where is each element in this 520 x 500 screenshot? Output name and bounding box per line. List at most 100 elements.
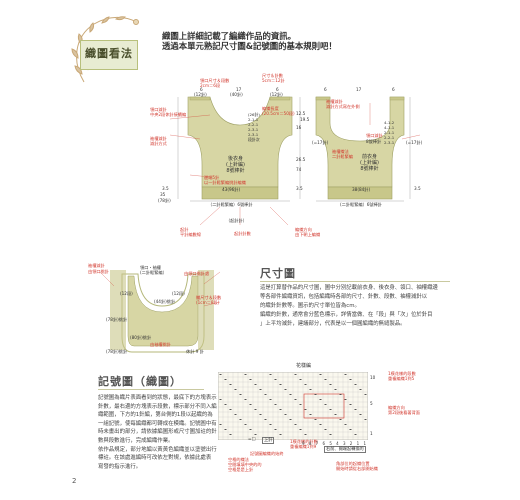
- chart-symbol: [339, 419, 342, 420]
- section-badge: [80, 40, 138, 70]
- chart-symbol: [254, 384, 257, 385]
- chart-symbol: [354, 434, 357, 435]
- chart-symbol: [349, 404, 352, 405]
- chart-symbol: [349, 429, 352, 430]
- label-armhole-decrease: 袖權減針減針方式: [150, 136, 167, 146]
- label-back-rib: （二針鬆緊編）6號棒針: [208, 202, 253, 207]
- chart-symbol: [224, 404, 227, 405]
- chart-title: 花樣編: [296, 363, 312, 369]
- chart-symbol: [314, 394, 317, 395]
- chart-symbol: [239, 419, 242, 420]
- label-cast-on: 起針平針編數線: [180, 227, 201, 237]
- label-right-front: 右前、開端起轉換的: [324, 446, 366, 453]
- dim-width-cm: 35: [160, 192, 166, 197]
- dim-height-mid2: 16: [296, 125, 302, 130]
- chart-symbol: [259, 389, 262, 390]
- chart-symbol: [244, 374, 247, 375]
- chart-symbol: [234, 389, 237, 390]
- chart-symbol: [269, 424, 272, 425]
- dim-front-armhole: (=17針): [312, 140, 329, 145]
- chart-symbol: [364, 419, 367, 420]
- label-pick-80: (80針)挑針: [130, 335, 152, 340]
- chart-symbol: [249, 379, 252, 380]
- chart-symbol: [299, 429, 302, 430]
- dim-front-width: 38(84針): [352, 187, 371, 192]
- label-purl-legend: 上針: [262, 437, 275, 444]
- chart-row-1: 1: [370, 431, 373, 436]
- label-front-armhole-sts: (=17針): [406, 140, 423, 145]
- chart-symbol: [314, 419, 317, 420]
- label-armhole-method: 袖權織法二針鬆緊編: [332, 149, 353, 159]
- label-blank-method: 空格的織法空間填填中央的的空格是是上針: [228, 457, 262, 472]
- page-number: 2: [72, 477, 77, 485]
- chart-symbol: [219, 374, 222, 375]
- chart-symbol: [359, 414, 362, 415]
- dim-top-left-2: 17: [236, 87, 242, 92]
- dim-back-width: 43(96針): [222, 187, 241, 192]
- label-front-rib: (二針鬆緊編）6號棒針: [340, 202, 382, 207]
- label-knit-length: 編織長度(20.5cm＝50段): [262, 106, 295, 116]
- chart-symbol: [274, 404, 277, 405]
- chart-symbol: [354, 409, 357, 410]
- chart-symbol: [279, 409, 282, 410]
- chart-symbol: [284, 389, 287, 390]
- chart-symbol: [319, 424, 322, 425]
- label-blank-equals: =□: [248, 436, 256, 441]
- back-rib-shape: [201, 186, 279, 200]
- dim-top-right-1: 6: [324, 87, 327, 92]
- floral-wreath-icon: [71, 16, 139, 83]
- chart-symbol: [344, 399, 347, 400]
- dim-neck-sts-3: (12針): [270, 92, 283, 97]
- section-badge-title: 織圖看法: [85, 47, 133, 60]
- label-chart-start: 記號圖編織的始終: [250, 451, 284, 456]
- chart-symbol: [329, 384, 332, 385]
- chart-symbol: [304, 384, 307, 385]
- chart-symbol: [329, 434, 332, 435]
- label-pick-44: (44針)挑針: [154, 299, 176, 304]
- chart-symbol: [334, 414, 337, 415]
- chart-symbol: [324, 429, 327, 430]
- decrease-table-back: (26針) 2-1-1 2-2-1 2-3-1 2-3-1 段針次: [248, 112, 260, 143]
- chart-symbol: [284, 414, 287, 415]
- size-paragraph: 這是打算替作品的尺寸圖，圖中分別記載前衣身、後衣身、領口、袖權織邊 等各部件編織…: [260, 285, 438, 327]
- label-pattern-stitches: 1模花樣的針數重複編織1到9: [290, 439, 318, 449]
- chart-symbol: [229, 409, 232, 410]
- symbol-paragraph: 記號圖為織片表面看到的狀態，最底下的方塊表示 針數，最右邊的方塊表示段數，標示部…: [98, 395, 217, 470]
- dim-neck-sts-1: (12針): [194, 92, 207, 97]
- rib-detail-diagram: [100, 270, 221, 353]
- label-cast-on-count: 起針針數: [234, 231, 251, 236]
- back-body-shape: [187, 96, 293, 188]
- chart-symbol: [249, 429, 252, 430]
- chart-symbol: [219, 424, 222, 425]
- label-pick-78-bottom: (78針)挑針: [106, 349, 128, 354]
- label-armhole-pick: 由袖權挑針: [150, 342, 171, 347]
- chart-symbol: [299, 404, 302, 405]
- chart-symbol: [269, 374, 272, 375]
- chart-row-10: 10: [370, 375, 376, 380]
- dim-rib-front: 3.5: [414, 186, 421, 191]
- chart-symbol: [304, 409, 307, 410]
- label-rows-right: (12段): [172, 291, 185, 296]
- intro-line-2: 透過本單元熟記尺寸圖&記號圖的基本規則吧！: [162, 41, 337, 51]
- chart-symbol: [239, 394, 242, 395]
- chart-row-5: 5: [370, 401, 373, 406]
- chart-symbol: [244, 399, 247, 400]
- chart-symbol: [274, 379, 277, 380]
- symbol-heading-rule: [98, 389, 204, 390]
- chart-symbol: [229, 434, 232, 435]
- label-neck-armhole: 領口・袖權(二針鬆緊編）: [140, 265, 167, 275]
- label-corner-start: 角部位的起織位置開始時請從右部開始織: [336, 461, 378, 471]
- dim-front-neck-depth: 19.5: [300, 117, 310, 122]
- size-heading-rule: [260, 281, 450, 282]
- chart-symbol: [249, 404, 252, 405]
- chart-symbol: [339, 394, 342, 395]
- dim-rib-left: 3.5: [162, 186, 169, 191]
- chart-symbol: [309, 414, 312, 415]
- chart-symbol: [294, 424, 297, 425]
- dim-top-right-2: 17: [356, 87, 362, 92]
- front-body-shape: [315, 96, 405, 188]
- dim-top-left-3: 6: [276, 87, 279, 92]
